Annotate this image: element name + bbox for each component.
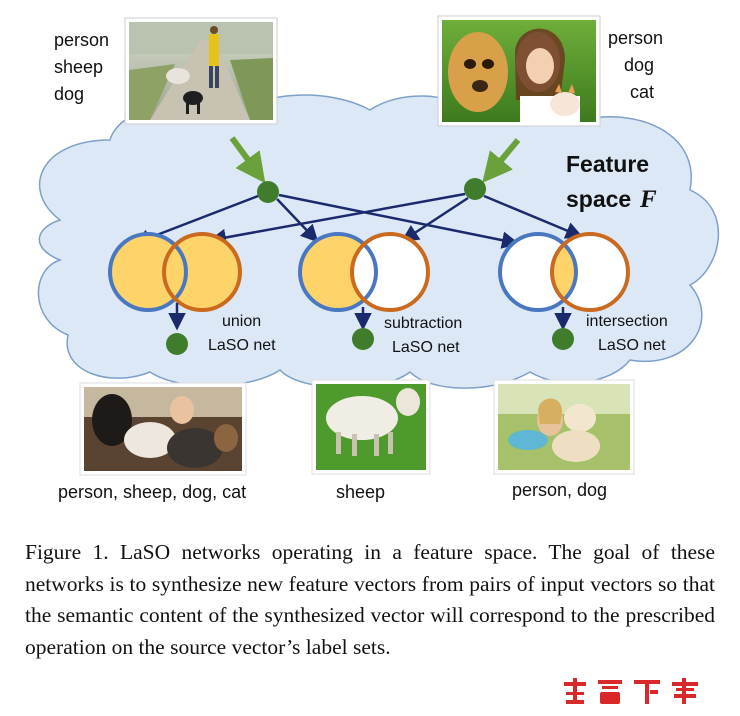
op-union-label-2: LaSO net bbox=[208, 337, 276, 354]
result-photo-union bbox=[79, 382, 247, 476]
photo-person-dog-cat bbox=[437, 15, 601, 127]
result-label-subtraction: sheep bbox=[336, 482, 385, 502]
result-label-union: person, sheep, dog, cat bbox=[58, 482, 246, 502]
op-intersection-label-2: LaSO net bbox=[598, 337, 666, 354]
input-labels-left: person sheep dog bbox=[54, 30, 109, 104]
input-label-right-1: person bbox=[608, 28, 663, 48]
input-label-left-3: dog bbox=[54, 84, 84, 104]
op-intersection-label: intersection bbox=[586, 313, 668, 330]
input-label-right-3: cat bbox=[630, 82, 654, 102]
feature-space-symbol: F bbox=[639, 186, 657, 213]
output-node-subtraction bbox=[352, 328, 374, 350]
output-node-intersection bbox=[552, 328, 574, 350]
op-subtraction-label-2: LaSO net bbox=[392, 339, 460, 356]
photo-person-sheep-dog bbox=[124, 17, 278, 125]
op-union-label: union bbox=[222, 313, 261, 330]
laso-figure: person sheep dog person dog cat Feature … bbox=[37, 15, 720, 502]
input-label-left-2: sheep bbox=[54, 57, 103, 77]
embed-arrow-right bbox=[482, 138, 521, 183]
input-label-right-2: dog bbox=[624, 55, 654, 75]
venn-subtraction bbox=[298, 232, 430, 312]
result-label-intersection: person, dog bbox=[512, 480, 607, 500]
feature-node-left bbox=[257, 181, 279, 203]
figure-caption: Figure 1. LaSO networks operating in a f… bbox=[25, 540, 715, 659]
feature-space-title-2: space bbox=[566, 186, 631, 212]
embed-arrow-left bbox=[229, 136, 266, 184]
operation-arrows bbox=[132, 192, 584, 249]
result-photo-intersection bbox=[493, 379, 635, 475]
venn-intersection bbox=[498, 232, 630, 312]
feature-space-label: Feature space F bbox=[566, 151, 657, 213]
input-label-left-1: person bbox=[54, 30, 109, 50]
venn-union bbox=[108, 232, 242, 312]
watermark-logo bbox=[564, 678, 698, 704]
feature-space-title: Feature bbox=[566, 151, 649, 177]
feature-node-right bbox=[464, 178, 486, 200]
output-node-union bbox=[166, 333, 188, 355]
input-labels-right: person dog cat bbox=[608, 28, 663, 102]
result-photo-subtraction bbox=[311, 379, 431, 475]
op-subtraction-label: subtraction bbox=[384, 315, 462, 332]
output-arrows bbox=[168, 303, 572, 331]
